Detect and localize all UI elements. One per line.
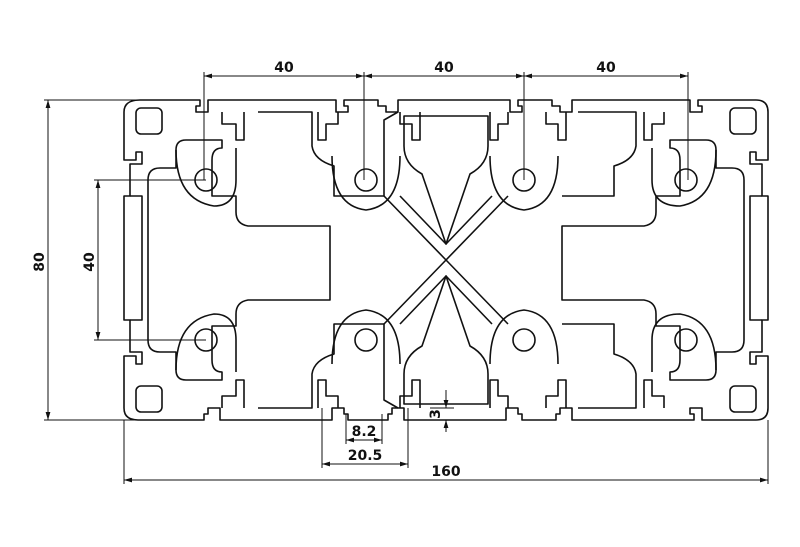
- width-label: 160: [431, 464, 460, 480]
- height-label: 80: [32, 252, 48, 272]
- pitch-label-3: 40: [596, 60, 616, 76]
- slot-opening-label: 20.5: [348, 448, 383, 464]
- dimension-lines: [44, 72, 769, 484]
- inner-height-label: 40: [82, 252, 98, 272]
- wall-depth-label: 3: [428, 409, 444, 419]
- slot-width-label: 8.2: [352, 424, 377, 440]
- profile-outline: [123, 99, 769, 421]
- pitch-label-2: 40: [434, 60, 454, 76]
- pitch-label-1: 40: [274, 60, 294, 76]
- dimension-labels: 40 40 40 80 40 8.2 20.5 3 160: [32, 60, 616, 480]
